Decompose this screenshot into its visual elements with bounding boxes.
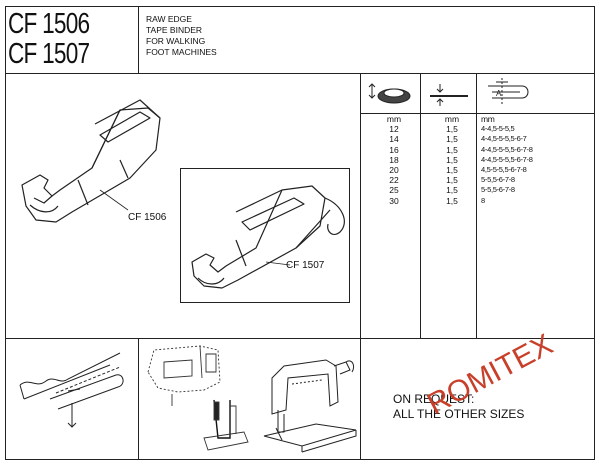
column-header: mm [386, 114, 402, 124]
table-cell: 8 [481, 195, 485, 205]
table-cell: 18 [389, 154, 399, 165]
column-header: mm [481, 114, 495, 124]
table-cell: 16 [389, 144, 399, 155]
table-panel-divider [360, 73, 361, 460]
table-cell: 12 [389, 124, 399, 135]
table-cell: 4-4,5-5-5,5 [481, 124, 515, 134]
on-request-note: ON REQUEST: ALL THE OTHER SIZES [393, 392, 524, 422]
table-cell: 1,5 [446, 165, 458, 176]
table-cell: 22 [389, 175, 399, 186]
cf1507-inset-box [180, 168, 350, 303]
product-description: RAW EDGE TAPE BINDER FOR WALKING FOOT MA… [146, 14, 217, 58]
spec-sheet-frame [5, 6, 595, 460]
callout-cf1507: CF 1507 [286, 260, 325, 271]
table-cell: 4-4,5-5-5,5-6-7-8 [481, 154, 533, 164]
thickness-column: mm 1,5 1,5 1,5 1,5 1,5 1,5 1,5 1,5 [424, 114, 480, 206]
table-cell: 1,5 [446, 175, 458, 186]
table-cell: 1,5 [446, 134, 458, 145]
table-cell: 1,5 [446, 195, 458, 206]
tape-fold-diagram-icon [19, 352, 124, 428]
table-col-divider-2 [476, 73, 477, 338]
callout-cf1506: CF 1506 [128, 212, 167, 223]
bottom-col-divider [138, 338, 139, 460]
table-cell: 14 [389, 134, 399, 145]
description-line: RAW EDGE [146, 14, 192, 24]
table-cell: 4,5-5-5,5-6-7-8 [481, 165, 527, 175]
on-request-line: ON REQUEST: [393, 392, 475, 406]
tape-width-column: mm 12 14 16 18 20 22 25 30 [366, 114, 422, 206]
sizes-column: mm 4-4,5-5-5,5 4-4,5-5-5,5-6-7 4-4,5-5-5… [481, 114, 581, 206]
table-cell: 5-5,5-6-7-8 [481, 185, 515, 195]
header-col-divider [138, 6, 139, 73]
folded-edge-icon: A [488, 78, 529, 106]
table-cell: 1,5 [446, 185, 458, 196]
table-cell: 4-4,5-5-5,5-6-7 [481, 134, 527, 144]
table-cell: 1,5 [446, 124, 458, 135]
model-cf1507: CF 1507 [8, 38, 90, 70]
table-header-divider [360, 113, 595, 114]
table-col-divider-1 [420, 73, 421, 338]
table-cell: 5-5,5-6-7-8 [481, 175, 515, 185]
table-cell: 20 [389, 165, 399, 176]
thickness-icon [430, 84, 468, 106]
other-sizes-line: ALL THE OTHER SIZES [393, 407, 525, 421]
description-line: FOOT MACHINES [146, 47, 217, 57]
header-divider [5, 73, 595, 74]
table-cell: 25 [389, 185, 399, 196]
sewing-machine-icon [263, 359, 357, 453]
model-cf1506: CF 1506 [8, 8, 90, 40]
table-cell: 4-4,5-5-5,5-6-7-8 [481, 144, 533, 154]
table-cell: 1,5 [446, 154, 458, 165]
svg-text:A: A [496, 89, 502, 98]
table-cell: 30 [389, 195, 399, 206]
bottom-divider [5, 338, 595, 339]
description-line: FOR WALKING [146, 36, 206, 46]
column-header: mm [444, 114, 460, 124]
tape-roll-icon [368, 83, 411, 104]
description-line: TAPE BINDER [146, 25, 203, 35]
presser-foot-icon [147, 345, 249, 451]
table-cell: 1,5 [446, 144, 458, 155]
